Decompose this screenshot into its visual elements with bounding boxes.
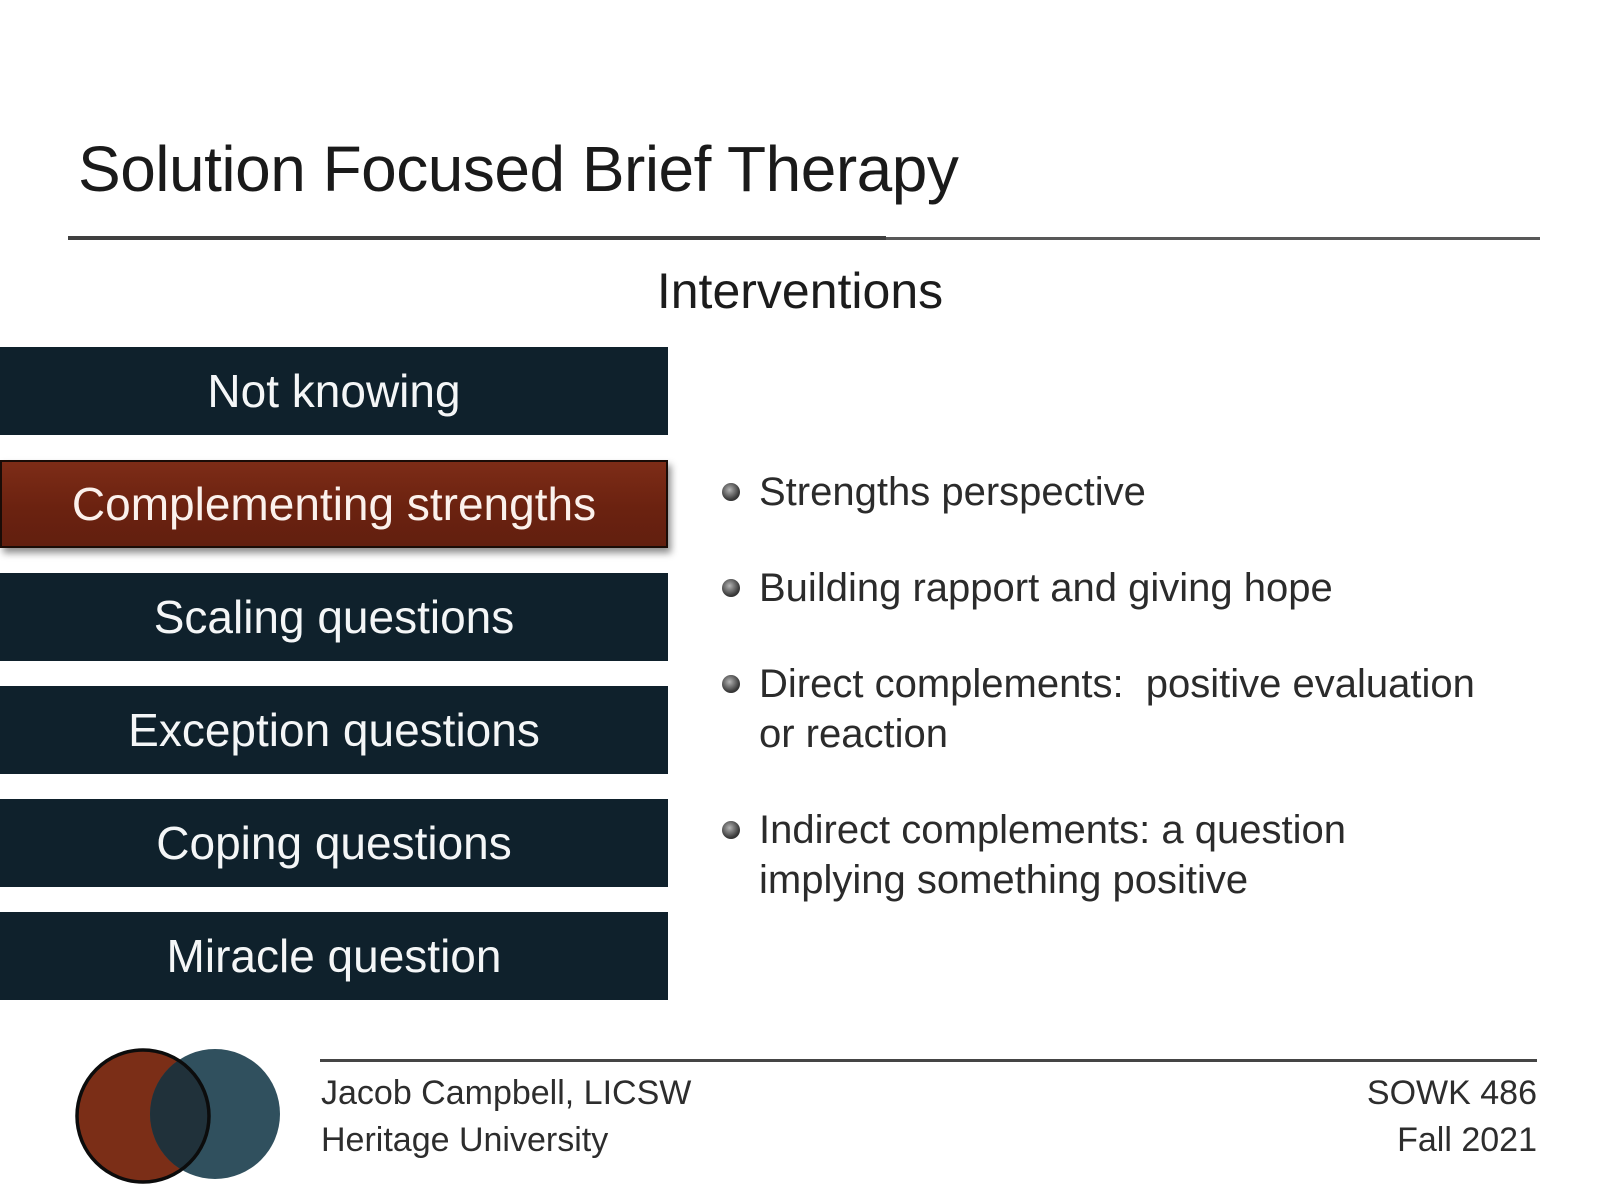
footer-divider — [320, 1059, 1537, 1062]
title-divider-left — [68, 236, 886, 240]
list-item: Indirect complements: a question implyin… — [722, 805, 1522, 905]
list-item: Strengths perspective — [722, 467, 1522, 517]
intervention-bar-miracle-question: Miracle question — [0, 912, 668, 1000]
bullet-list: Strengths perspective Building rapport a… — [722, 467, 1522, 951]
footer-course-info: SOWK 486 Fall 2021 — [1367, 1070, 1537, 1164]
slide-title: Solution Focused Brief Therapy — [78, 133, 959, 205]
footer-term: Fall 2021 — [1397, 1121, 1537, 1159]
sphere-bullet-icon — [722, 579, 740, 597]
title-divider-right — [886, 237, 1540, 240]
intervention-label: Exception questions — [128, 704, 540, 756]
venn-diagram-logo-icon — [75, 1048, 280, 1184]
intervention-label: Coping questions — [156, 817, 512, 869]
intervention-label: Not knowing — [207, 365, 461, 417]
bullet-text: Direct complements: positive evaluation … — [759, 662, 1475, 756]
footer-course: SOWK 486 — [1366, 1074, 1537, 1112]
sphere-bullet-icon — [722, 483, 740, 501]
footer-author: Jacob Campbell, LICSW — [321, 1074, 692, 1112]
footer-institution: Heritage University — [321, 1121, 609, 1159]
list-item: Direct complements: positive evaluation … — [722, 659, 1522, 759]
intervention-bar-scaling-questions: Scaling questions — [0, 573, 668, 661]
slide-subtitle: Interventions — [656, 263, 944, 319]
intervention-label: Scaling questions — [153, 591, 515, 643]
list-item: Building rapport and giving hope — [722, 563, 1522, 613]
bullet-text: Strengths perspective — [759, 470, 1146, 514]
bullet-text: Indirect complements: a question implyin… — [759, 808, 1346, 902]
intervention-list: Not knowing Complementing strengths Scal… — [0, 347, 668, 1000]
sphere-bullet-icon — [722, 821, 740, 839]
intervention-bar-exception-questions: Exception questions — [0, 686, 668, 774]
intervention-bar-coping-questions: Coping questions — [0, 799, 668, 887]
intervention-label: Miracle question — [166, 930, 502, 982]
sphere-bullet-icon — [722, 675, 740, 693]
intervention-label: Complementing strengths — [71, 478, 597, 530]
footer-credits: Jacob Campbell, LICSW Heritage Universit… — [321, 1070, 691, 1164]
bullet-text: Building rapport and giving hope — [759, 566, 1333, 610]
intervention-bar-not-knowing: Not knowing — [0, 347, 668, 435]
intervention-bar-complementing-strengths-highlighted: Complementing strengths — [0, 460, 668, 548]
